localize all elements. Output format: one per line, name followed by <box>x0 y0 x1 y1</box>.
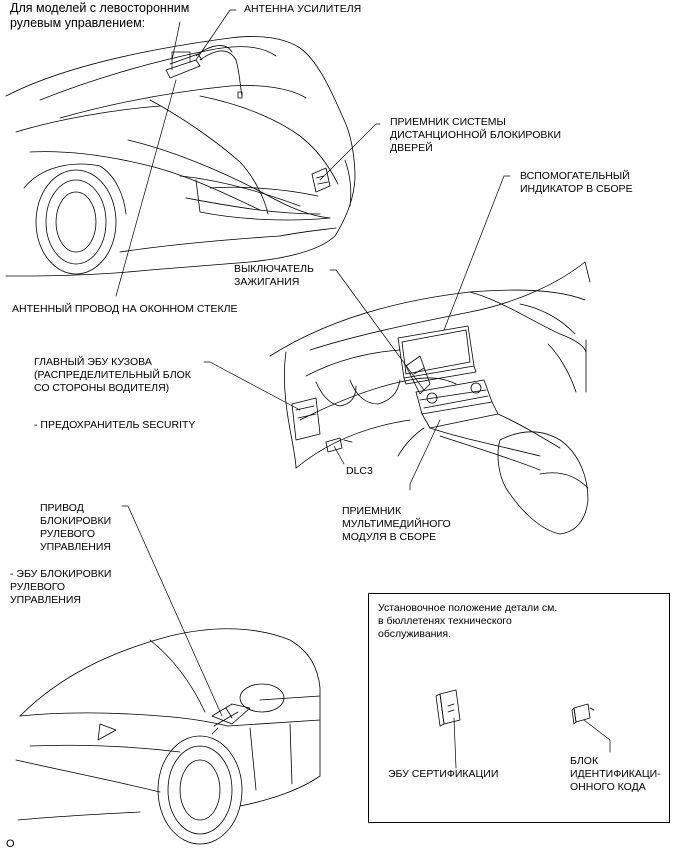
ignition-switch-label: ВЫКЛЮЧАТЕЛЬ ЗАЖИГАНИЯ <box>234 263 314 288</box>
antenna-wire-label: АНТЕННЫЙ ПРОВОД НА ОКОННОМ СТЕКЛЕ <box>12 303 238 315</box>
front-car-drawing <box>15 628 321 845</box>
rear-car-drawing <box>5 36 356 277</box>
door-lock-receiver-label: ПРИЕМНИК СИСТЕМЫ ДИСТАНЦИОННОЙ БЛОКИРОВК… <box>390 116 562 154</box>
steering-lock-actuator-label: ПРИВОД БЛОКИРОВКИ РУЛЕВОГО УПРАВЛЕНИЯ <box>40 502 112 553</box>
dlc3-label: DLC3 <box>346 465 373 477</box>
service-bulletin-inset <box>368 593 670 823</box>
security-fuse-label: - ПРЕДОХРАНИТЕЛЬ SECURITY <box>34 419 196 431</box>
certification-ecu-label: ЭБУ СЕРТИФИКАЦИИ <box>388 768 499 780</box>
multimedia-receiver-label: ПРИЕМНИК МУЛЬТИМЕДИЙНОГО МОДУЛЯ В СБОРЕ <box>342 505 451 543</box>
id-code-box-label: БЛОК ИДЕНТИФИКАЦИ- ОННОГО КОДА <box>570 755 661 793</box>
inset-note: Установочное положение детали см. в бюлл… <box>378 602 558 640</box>
amplifier-antenna-label: АНТЕННА УСИЛИТЕЛЯ <box>244 3 362 15</box>
figure-code: O <box>6 838 15 850</box>
leader-lines <box>115 9 611 769</box>
steering-lock-ecu-label: - ЭБУ БЛОКИРОВКИ РУЛЕВОГО УПРАВЛЕНИЯ <box>10 568 112 606</box>
aux-indicator-label: ВСПОМОГАТЕЛЬНЫЙ ИНДИКАТОР В СБОРЕ <box>520 170 633 195</box>
dashboard-drawing <box>269 261 591 535</box>
lhd-models-note: Для моделей с левосторонним рулевым упра… <box>10 1 190 30</box>
main-body-ecu-label: ГЛАВНЫЙ ЭБУ КУЗОВА (РАСПРЕДЕЛИТЕЛЬНЫЙ БЛ… <box>34 356 191 394</box>
inset-parts <box>435 689 595 727</box>
